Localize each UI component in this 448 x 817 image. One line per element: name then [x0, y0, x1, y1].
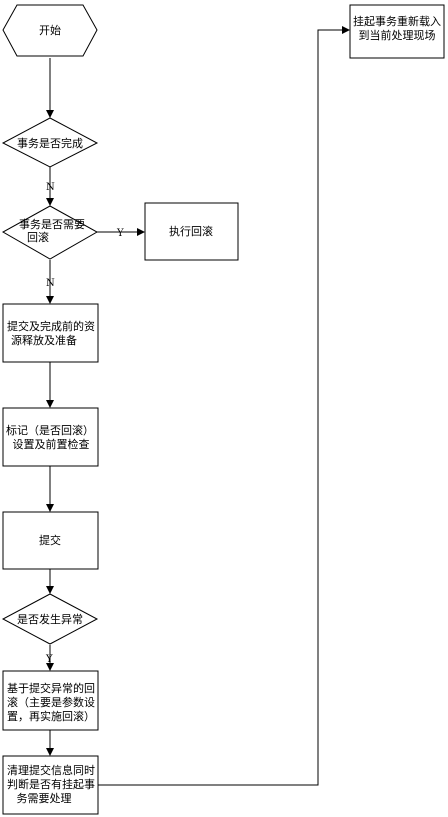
- edge-label-n2: N: [46, 278, 55, 289]
- process-do-rollback: 执行回滚: [144, 202, 239, 261]
- process-mark: 标记（是否回滚） 设置及前置检查: [2, 407, 99, 467]
- node-start-text: 开始: [39, 23, 61, 37]
- process-mark-text-line1: 标记（是否回滚）: [6, 423, 94, 437]
- process-commit-text: 提交: [39, 533, 61, 547]
- decision-need-rollback-text-line1: 事务是否需要: [19, 218, 85, 231]
- edge-label-n1: N: [46, 182, 55, 193]
- connectors: [46, 26, 350, 786]
- decision-exception-text: 是否发生异常: [17, 612, 83, 626]
- decision-exception: 是否发生异常: [1, 593, 99, 645]
- process-cleanup-line3: 务需要处理: [17, 792, 72, 805]
- process-do-rollback-text: 执行回滚: [169, 224, 213, 238]
- process-cleanup-line1: 清理提交信息同时: [7, 763, 95, 777]
- decision-tx-done: 事务是否完成: [1, 117, 99, 168]
- arrow-cleanup-to-resume: [98, 26, 350, 786]
- process-commit: 提交: [2, 511, 99, 570]
- process-release-text-line1: 提交及完成前的资: [7, 319, 95, 333]
- process-rollback-on-exception-line2: 滚（主要是参数设: [7, 695, 95, 709]
- process-cleanup: 清理提交信息同时 判断是否有挂起事 务需要处理: [2, 755, 99, 815]
- process-resume-line2: 到当前处理现场: [359, 28, 436, 42]
- edge-label-y1: Y: [116, 228, 124, 239]
- node-start: 开始: [2, 4, 98, 57]
- process-resume: 挂起事务重新载入 到当前处理现场: [349, 4, 445, 59]
- process-release: 提交及完成前的资 源释放及准备: [2, 303, 99, 363]
- process-cleanup-line2: 判断是否有挂起事: [7, 777, 95, 791]
- edge-label-y2: Y: [45, 654, 53, 665]
- decision-need-rollback-text-line2: 回滚: [27, 230, 49, 244]
- process-mark-text-line2: 设置及前置检查: [13, 437, 90, 451]
- process-resume-line1: 挂起事务重新载入: [353, 14, 441, 28]
- process-rollback-on-exception-line3: 置，再实施回滚）: [7, 709, 95, 723]
- decision-tx-done-text: 事务是否完成: [17, 136, 83, 150]
- process-release-text-line2: 源释放及准备: [11, 333, 77, 347]
- decision-need-rollback: 事务是否需要 回滚: [1, 205, 99, 260]
- process-rollback-on-exception: 基于提交异常的回 滚（主要是参数设 置，再实施回滚）: [2, 670, 99, 731]
- process-rollback-on-exception-line1: 基于提交异常的回: [7, 681, 95, 695]
